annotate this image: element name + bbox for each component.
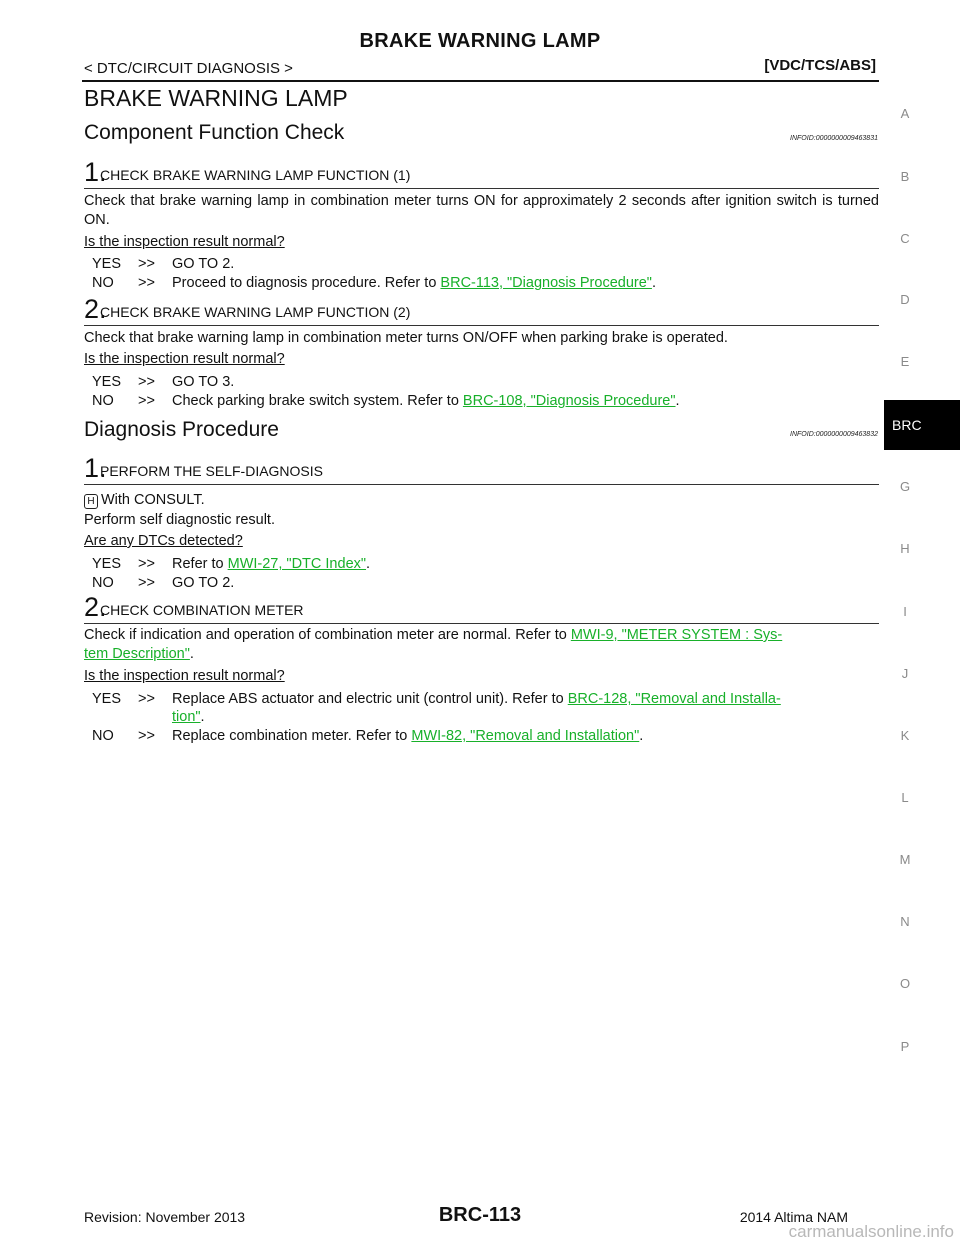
- answer-key: YES: [92, 691, 122, 707]
- page-title: BRAKE WARNING LAMP: [84, 85, 348, 111]
- brc-128-removal-link[interactable]: BRC-128, "Removal and Installa-: [567, 691, 781, 707]
- step-title: CHECK BRAKE WARNING LAMP FUNCTION (1): [100, 167, 411, 183]
- mwi-9-meter-system-link-cont[interactable]: tem Description": [84, 646, 190, 662]
- dp-step-1-header: 1. PERFORM THE SELF-DIAGNOSIS: [84, 455, 879, 485]
- step-title: PERFORM THE SELF-DIAGNOSIS: [100, 463, 323, 479]
- answer-text: GO TO 2.: [172, 575, 235, 591]
- component-check-infoid: INFOID:0000000009463831: [790, 135, 878, 142]
- dp-step-2-yes-cont: tion".: [172, 709, 205, 725]
- side-index-a[interactable]: A: [900, 106, 910, 121]
- answer-arrow: >>: [138, 275, 155, 291]
- answer-key: YES: [92, 556, 122, 572]
- running-title: BRAKE WARNING LAMP: [359, 30, 601, 52]
- answer-text: Check parking brake switch system. Refer…: [172, 393, 680, 409]
- dp-step-2-body-line2: tem Description".: [84, 646, 194, 662]
- step-number: 1.: [84, 157, 107, 187]
- answer-arrow: >>: [138, 728, 155, 744]
- header-rule: [82, 80, 879, 82]
- mwi-27-dtc-index-link[interactable]: MWI-27, "DTC Index": [227, 556, 367, 572]
- step-title: CHECK BRAKE WARNING LAMP FUNCTION (2): [100, 304, 411, 320]
- step-number: 2.: [84, 592, 107, 622]
- side-index-m[interactable]: M: [899, 852, 911, 867]
- answer-arrow: >>: [138, 393, 155, 409]
- cfc-step-2-body: Check that brake warning lamp in combina…: [84, 330, 728, 346]
- answer-arrow: >>: [138, 256, 155, 272]
- side-index-n[interactable]: N: [900, 914, 910, 929]
- side-index-g[interactable]: G: [899, 479, 911, 494]
- dp-step-1-question: Are any DTCs detected?: [84, 533, 243, 549]
- dp-step-1-body: Perform self diagnostic result.: [84, 512, 275, 528]
- answer-arrow: >>: [138, 556, 155, 572]
- model-year: 2014 Altima NAM: [739, 1209, 848, 1225]
- cfc-step-1-body: Check that brake warning lamp in combina…: [84, 193, 879, 228]
- component-function-check-heading: Component Function Check: [84, 121, 345, 144]
- answer-key: YES: [92, 256, 122, 272]
- revision-date: Revision: November 2013: [84, 1209, 246, 1225]
- dp-step-2-question: Is the inspection result normal?: [84, 668, 285, 684]
- cfc-step-2-header: 2. CHECK BRAKE WARNING LAMP FUNCTION (2): [84, 296, 879, 326]
- consult-label: With CONSULT.: [101, 492, 205, 508]
- answer-arrow: >>: [138, 691, 155, 707]
- side-index-c[interactable]: C: [900, 231, 910, 246]
- answer-text: Proceed to diagnosis procedure. Refer to…: [172, 275, 656, 291]
- section-tag: [VDC/TCS/ABS]: [764, 57, 876, 74]
- mwi-82-removal-link[interactable]: MWI-82, "Removal and Installation": [411, 728, 640, 744]
- diagnosis-procedure-heading: Diagnosis Procedure: [84, 418, 279, 441]
- step-number: 2.: [84, 294, 107, 324]
- brc-128-removal-link-cont[interactable]: tion": [172, 709, 201, 725]
- breadcrumb: < DTC/CIRCUIT DIAGNOSIS >: [84, 60, 293, 77]
- answer-key: YES: [92, 374, 122, 390]
- step-title: CHECK COMBINATION METER: [100, 602, 304, 618]
- watermark: carmanualsonline.info: [788, 1222, 954, 1241]
- page-number: BRC-113: [438, 1204, 522, 1226]
- mwi-9-meter-system-link[interactable]: MWI-9, "METER SYSTEM : Sys-: [570, 627, 783, 643]
- side-index-k[interactable]: K: [900, 728, 910, 743]
- answer-text: GO TO 2.: [172, 256, 235, 272]
- step-number: 1.: [84, 453, 107, 483]
- side-index-i[interactable]: I: [903, 604, 907, 619]
- side-index-b[interactable]: B: [900, 169, 910, 184]
- answer-key: NO: [92, 728, 114, 744]
- consult-tester-icon: H: [84, 494, 98, 509]
- answer-text: GO TO 3.: [172, 374, 235, 390]
- answer-key: NO: [92, 575, 114, 591]
- answer-text: Replace combination meter. Refer to MWI-…: [172, 728, 644, 744]
- side-index-p[interactable]: P: [900, 1039, 910, 1054]
- brc-108-diagnosis-link[interactable]: BRC-108, "Diagnosis Procedure": [462, 393, 676, 409]
- answer-key: NO: [92, 393, 114, 409]
- cfc-step-1-question: Is the inspection result normal?: [84, 234, 285, 250]
- side-index-h[interactable]: H: [900, 541, 910, 556]
- dp-step-2-header: 2. CHECK COMBINATION METER: [84, 594, 879, 624]
- side-index-e[interactable]: E: [900, 354, 910, 369]
- diagnosis-infoid: INFOID:0000000009463832: [790, 431, 878, 438]
- side-index-j[interactable]: J: [901, 666, 909, 681]
- dp-step-2-body-line1: Check if indication and operation of com…: [84, 627, 783, 643]
- side-index-l[interactable]: L: [901, 790, 909, 805]
- side-index-o[interactable]: O: [899, 976, 911, 991]
- cfc-step-2-question: Is the inspection result normal?: [84, 351, 285, 367]
- answer-arrow: >>: [138, 575, 155, 591]
- side-index-d[interactable]: D: [900, 292, 910, 307]
- answer-key: NO: [92, 275, 114, 291]
- brc-113-diagnosis-link[interactable]: BRC-113, "Diagnosis Procedure": [440, 275, 652, 291]
- answer-arrow: >>: [138, 374, 155, 390]
- answer-text: Refer to MWI-27, "DTC Index".: [172, 556, 371, 572]
- cfc-step-1-header: 1. CHECK BRAKE WARNING LAMP FUNCTION (1): [84, 159, 879, 189]
- side-index-brc-active[interactable]: BRC: [884, 400, 960, 450]
- answer-text: Replace ABS actuator and electric unit (…: [172, 691, 781, 707]
